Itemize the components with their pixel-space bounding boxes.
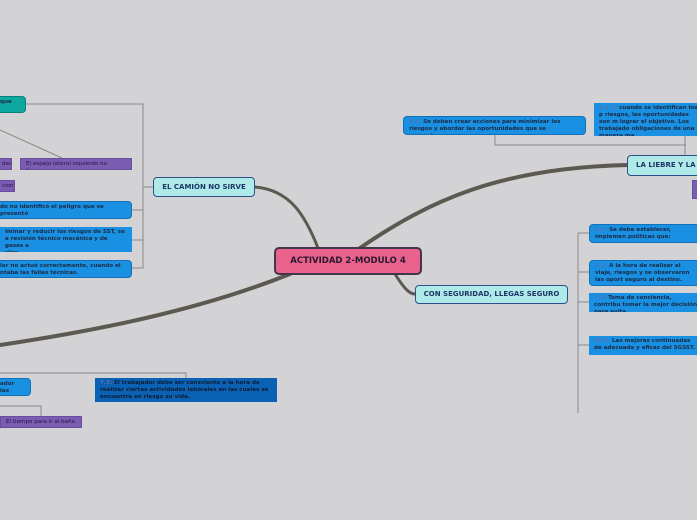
node-label: 7.3: [100,380,113,386]
node-6-1b[interactable]: 6.1: A la hora de realizar el viaje, rie… [589,260,697,286]
node-6-1-2[interactable]: 6.1.2: cuando se identifican los p riesg… [594,103,697,136]
node-purple[interactable]: ciona [0,180,15,192]
node-tiempo-bano[interactable]: El tiempo para ir al baño [0,416,82,428]
node-label: 6.1.2: [599,105,618,111]
node-text: El trabajador debe ser consciente a la h… [100,380,269,400]
node-peligro[interactable]: do no identificó el peligro que se prese… [0,201,132,219]
node-7-3[interactable]: 7.3: Toma de conciencia, contribu tomar … [589,293,697,312]
node-fallas[interactable]: lor no actuó correctamente, cuando el nt… [0,260,132,278]
node-label: 7.3: [594,295,607,301]
node-text: Se debe establecer, implemen políticas q… [595,227,671,240]
topic-liebre[interactable]: LA LIEBRE Y LA [627,155,697,176]
node-text: Toma de conciencia, contribu tomar la me… [594,295,697,312]
node-text: cuando se identifican los p riesgos, las… [599,105,697,136]
node-purple[interactable] [692,180,697,199]
central-topic[interactable]: ACTIVIDAD 2-MODULO 4 [274,247,422,275]
node-riesgos[interactable]: iminar y reducir los riesgos de SST, se … [0,227,132,252]
node-label: 10.3: [594,338,611,344]
node-text: Se deben crear acciones para minimizar l… [409,119,561,134]
node-purple[interactable]: dad [0,158,12,170]
node-label: 5.2: [595,227,608,233]
node-10-3[interactable]: 10.3: Las mejoras continuadas de adecuad… [589,336,697,355]
node-7-3-trabajador[interactable]: 7.3: El trabajador debe ser consciente a… [95,378,277,402]
node-teal[interactable]: que [0,96,26,113]
topic-seguridad[interactable]: CON SEGURIDAD, LLEGAS SEGURO [415,285,568,304]
node-label: 6.1: [409,119,422,125]
node-espejo[interactable]: El espejo lateral izquierdo no funciona [20,158,132,170]
node-bottom-blue[interactable]: ador las [0,378,31,396]
node-6-1[interactable]: 6.1: Se deben crear acciones para minimi… [403,116,586,135]
topic-camion[interactable]: EL CAMIÓN NO SIRVE [153,177,255,197]
node-text: A la hora de realizar el viaje, riesgos … [595,263,690,283]
node-label: 6.1: [595,263,608,269]
node-5-2[interactable]: 5.2: Se debe establecer, implemen políti… [589,224,697,243]
node-text: Las mejoras continuadas de adecuada y ef… [594,338,696,351]
